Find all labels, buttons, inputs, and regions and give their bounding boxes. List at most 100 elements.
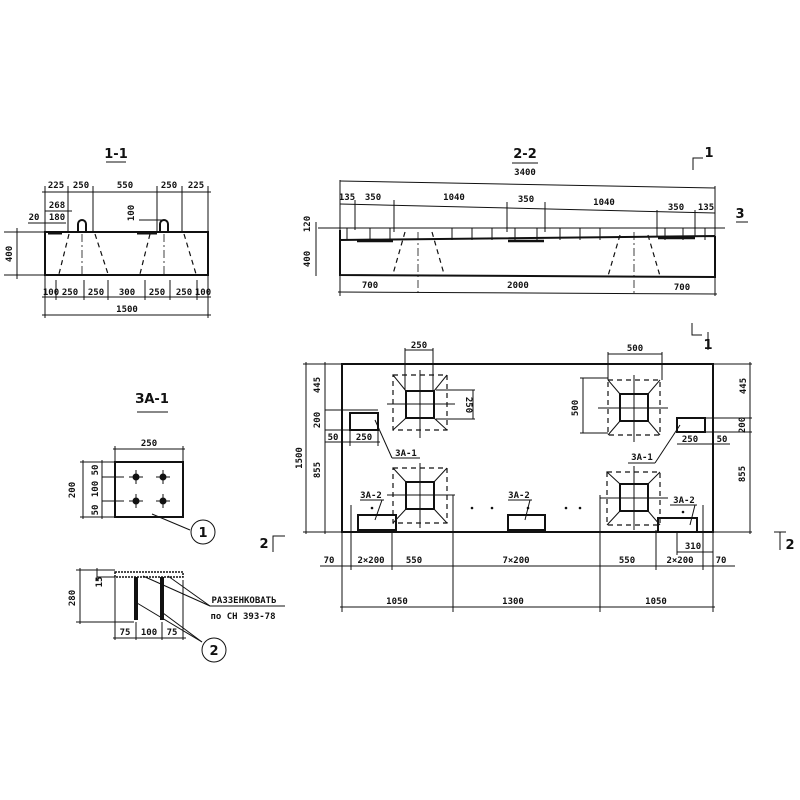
callout-2: 2 [209, 644, 218, 659]
label-za1: ЗА-1 [395, 449, 417, 459]
dim: 200 [738, 417, 748, 433]
dim: 135 [339, 193, 355, 203]
dim: 700 [362, 281, 378, 291]
detail-za-1: ЗА-1 250 200 50 100 50 1 15 280 75 100 7… [68, 392, 285, 663]
dim: 20 [29, 213, 40, 223]
dim: 75 [167, 628, 178, 638]
dim: 250 [73, 181, 89, 191]
socket-bottom-right [600, 466, 668, 530]
dim: 310 [685, 542, 701, 552]
dim: 350 [365, 193, 381, 203]
dim: 250 [411, 341, 427, 351]
dim: 500 [571, 400, 581, 416]
dim: 550 [406, 556, 422, 566]
section-1-1-title: 1-1 [104, 147, 128, 162]
plate-za1-left [349, 412, 379, 431]
dim: 700 [674, 283, 690, 293]
dim: 135 [698, 203, 714, 213]
label-za2: ЗА-2 [673, 496, 695, 506]
dim: 250 [141, 439, 157, 449]
note-standard: по СН 393-78 [210, 612, 275, 622]
label-za2: ЗА-2 [360, 491, 382, 501]
dim: 120 [303, 216, 313, 232]
callout-1: 1 [198, 526, 207, 541]
dim: 250 [62, 288, 78, 298]
dim: 225 [48, 181, 64, 191]
section-2-2-title: 2-2 [513, 147, 537, 162]
dim: 100 [195, 288, 211, 298]
callout-circle [201, 637, 227, 663]
dim: 445 [313, 377, 323, 393]
dim: 70 [716, 556, 727, 566]
note-countersink: РАЗЗЕНКОВАТЬ [211, 596, 276, 606]
dim: 250 [149, 288, 165, 298]
section-marker: 1 [704, 146, 713, 161]
dim: 500 [627, 344, 643, 354]
label-za1: ЗА-1 [631, 453, 653, 463]
plan-outline [341, 363, 714, 533]
dim: 7×200 [502, 556, 529, 566]
dim: 100 [43, 288, 59, 298]
dim: 300 [119, 288, 135, 298]
section-1-1: 1-1 225 250 550 250 225 268 20 180 100 4… [4, 147, 211, 318]
dim: 250 [682, 435, 698, 445]
section-marker: 2 [259, 537, 268, 552]
dim: 400 [303, 251, 313, 267]
dim: 50 [91, 505, 101, 516]
plan-view: 1 1500 445 200 855 445 200 855 250 250 5… [259, 323, 795, 612]
dim: 250 [176, 288, 192, 298]
section-marker: 2 [785, 538, 794, 553]
socket-top-right [598, 375, 668, 442]
dim: 1500 [295, 447, 305, 469]
dim: 50 [328, 433, 339, 443]
dim: 200 [313, 412, 323, 428]
dim: 70 [324, 556, 335, 566]
dim: 250 [463, 397, 473, 413]
dim: 180 [49, 213, 65, 223]
dim: 250 [356, 433, 372, 443]
dim: 100 [127, 205, 137, 221]
dim: 15 [95, 577, 105, 588]
dim: 550 [619, 556, 635, 566]
label-za2: ЗА-2 [508, 491, 530, 501]
socket-bottom-left [387, 463, 455, 528]
dim: 50 [91, 465, 101, 476]
dim: 2×200 [666, 556, 693, 566]
section-1-1-body [44, 231, 209, 276]
dim: 2000 [507, 281, 529, 291]
section-marker: 1 [703, 338, 712, 353]
dim: 50 [717, 435, 728, 445]
dim: 445 [739, 378, 749, 394]
plate-za1-right [676, 417, 706, 433]
dim: 268 [49, 201, 65, 211]
section-2-2: 2-2 3400 1 135 350 1040 350 1040 350 135… [303, 146, 748, 296]
dim-total: 1500 [116, 305, 138, 315]
dim: 350 [668, 203, 684, 213]
dim: 400 [5, 246, 15, 262]
dim: 1050 [645, 597, 667, 607]
dim: 100 [91, 481, 101, 497]
dim: 1040 [443, 193, 465, 203]
dim: 1300 [502, 597, 524, 607]
dim: 200 [68, 482, 78, 498]
plate-za2 [507, 514, 546, 531]
dim: 1040 [593, 198, 615, 208]
dim: 250 [161, 181, 177, 191]
dim: 280 [68, 590, 78, 606]
dim-total: 3400 [514, 168, 536, 178]
dim: 1050 [386, 597, 408, 607]
dim: 100 [141, 628, 157, 638]
dim: 855 [738, 466, 748, 482]
section-marker: 3 [735, 207, 744, 222]
dim: 855 [313, 462, 323, 478]
callout-circle [190, 519, 216, 545]
dim: 350 [518, 195, 534, 205]
dim: 550 [117, 181, 133, 191]
plate-za1 [114, 461, 184, 518]
dim: 75 [120, 628, 131, 638]
dim: 250 [88, 288, 104, 298]
detail-title: ЗА-1 [135, 392, 169, 407]
socket-top-left [387, 370, 455, 438]
dim: 2×200 [357, 556, 384, 566]
